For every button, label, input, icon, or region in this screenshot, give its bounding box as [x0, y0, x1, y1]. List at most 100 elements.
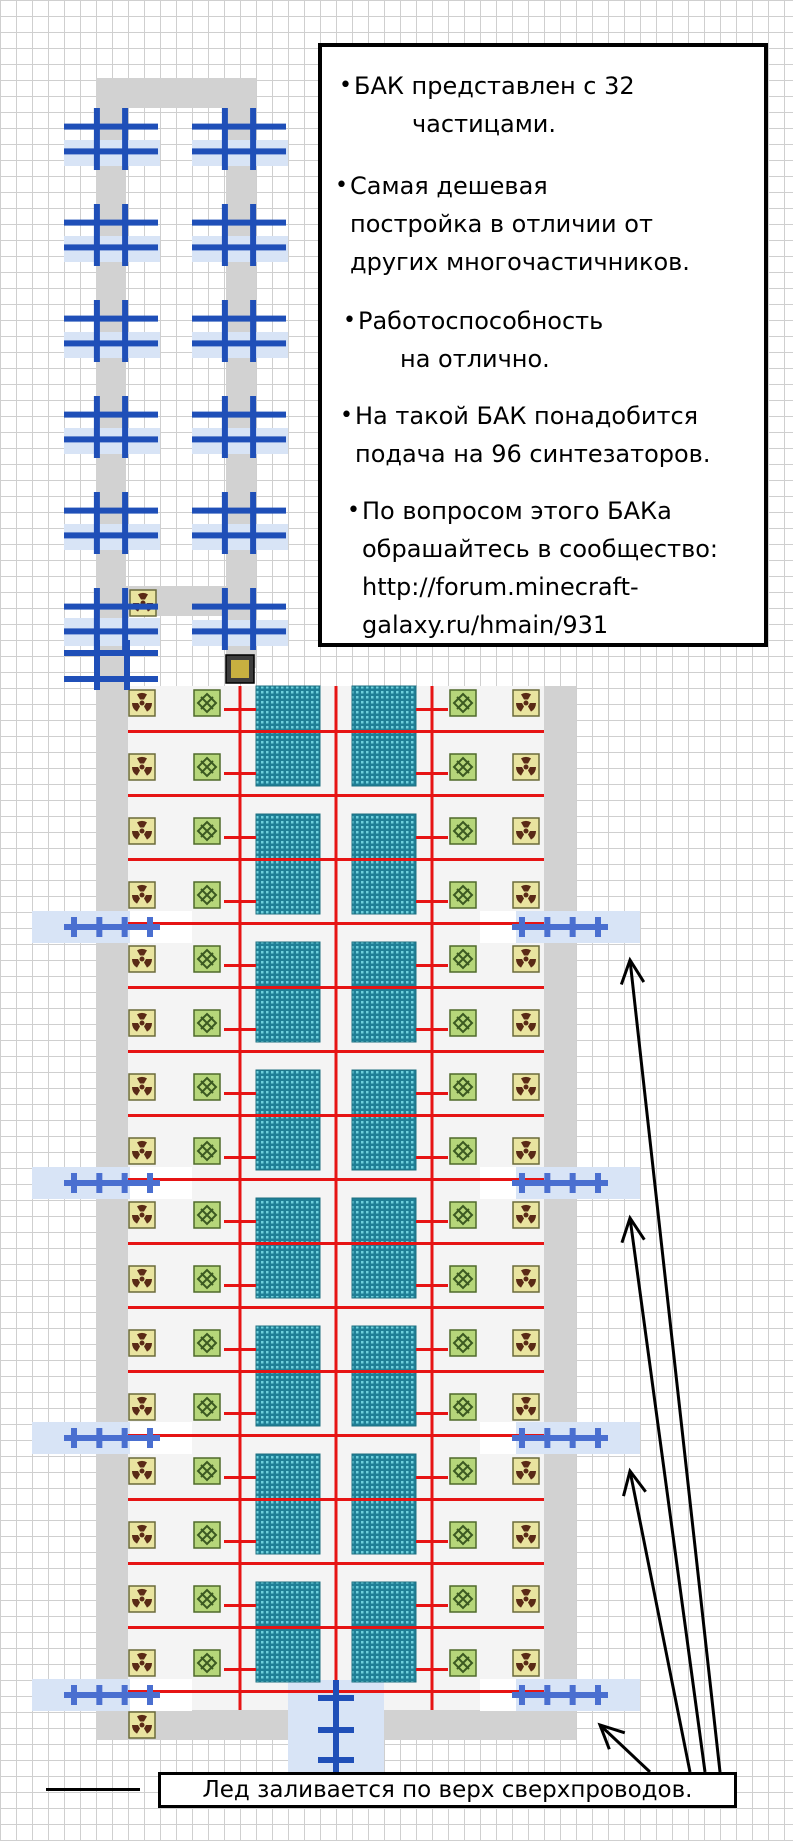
- radiation-icon: [512, 1521, 540, 1549]
- pipe-line: [224, 1348, 256, 1351]
- radiation-icon: [128, 1521, 156, 1549]
- info-note-line: частицами.: [412, 110, 557, 138]
- catalyst-icon: [449, 753, 477, 781]
- radiation-icon: [128, 1009, 156, 1037]
- legend-line: [46, 1788, 140, 1791]
- catalyst-icon: [193, 753, 221, 781]
- catalyst-icon: [449, 1009, 477, 1037]
- pipe-line: [128, 986, 544, 989]
- pipe-line: [128, 1498, 544, 1501]
- radiation-icon: [512, 1009, 540, 1037]
- core-block: [255, 813, 321, 915]
- catalyst-icon: [449, 1329, 477, 1357]
- radiation-icon: [128, 689, 156, 717]
- core-block: [255, 1581, 321, 1683]
- catalyst-icon: [449, 817, 477, 845]
- superconductor-icon: [192, 300, 286, 362]
- core-block: [351, 1069, 417, 1171]
- radiation-icon: [512, 689, 540, 717]
- catalyst-icon: [449, 1521, 477, 1549]
- superconductor-layer: [64, 108, 608, 1776]
- superconductor-icon: [64, 492, 158, 554]
- pipe-line: [416, 1668, 448, 1671]
- core-block: [255, 685, 321, 787]
- pipe-line: [224, 1412, 256, 1415]
- pipe-line: [416, 1412, 448, 1415]
- pipe-line: [224, 964, 256, 967]
- gap-block: [480, 1167, 516, 1199]
- catalyst-icon: [449, 1073, 477, 1101]
- pipe-line: [128, 1306, 544, 1309]
- arrow-head-icon: [597, 1722, 626, 1750]
- core-block: [351, 813, 417, 915]
- pipe-line: [224, 1540, 256, 1543]
- bullet-icon: •: [340, 403, 353, 428]
- radiation-icon: [512, 1201, 540, 1229]
- catalyst-icon: [449, 881, 477, 909]
- catalyst-icon: [193, 689, 221, 717]
- catalyst-icon: [449, 1201, 477, 1229]
- block-layer: [128, 589, 540, 1739]
- pipe-line: [128, 730, 544, 733]
- pipe-line: [128, 1242, 544, 1245]
- catalyst-icon: [193, 1585, 221, 1613]
- core-block: [351, 685, 417, 787]
- catalyst-icon: [449, 1585, 477, 1613]
- info-note-line: БАК представлен с 32: [354, 72, 635, 100]
- superconductor-icon: [192, 204, 286, 266]
- pipe-line: [224, 900, 256, 903]
- catalyst-icon: [193, 1393, 221, 1421]
- ice-layer: [32, 140, 640, 1776]
- pipe-line: [224, 1092, 256, 1095]
- radiation-icon: [128, 753, 156, 781]
- pipe-line: [128, 1626, 544, 1629]
- superconductor-icon: [512, 1428, 608, 1448]
- radiation-icon: [512, 1649, 540, 1677]
- superconductor-icon: [64, 204, 158, 266]
- info-note-line: Самая дешевая: [350, 172, 548, 200]
- arrow-head-icon: [620, 1214, 646, 1244]
- catalyst-icon: [193, 817, 221, 845]
- radiation-icon: [128, 945, 156, 973]
- pipe-line: [416, 1348, 448, 1351]
- info-note-line: обрашайтесь в сообщество:: [362, 535, 719, 563]
- pipe-line: [416, 708, 448, 711]
- radiation-icon: [128, 1585, 156, 1613]
- radiation-icon: [512, 1457, 540, 1485]
- bullet-icon: •: [335, 173, 348, 198]
- info-note-line: galaxy.ru/hmain/931: [362, 611, 609, 639]
- gap-block: [480, 911, 516, 943]
- info-note-line: На такой БАК понадобится: [355, 402, 699, 430]
- superconductor-icon: [64, 640, 158, 690]
- core-block: [255, 941, 321, 1043]
- superconductor-icon: [64, 396, 158, 458]
- core-layer: [255, 685, 417, 1683]
- pipe-line: [224, 1156, 256, 1159]
- radiation-icon: [128, 817, 156, 845]
- bullet-icon: •: [339, 73, 352, 98]
- pipe-line: [128, 922, 544, 925]
- pipe-line: [224, 708, 256, 711]
- pipe-line: [224, 1028, 256, 1031]
- info-note: •БАК представлен с 32 частицами.: [339, 67, 635, 143]
- arrow-line: [628, 959, 722, 1773]
- radiation-icon: [128, 1201, 156, 1229]
- pipe-line: [416, 1604, 448, 1607]
- superconductor-icon: [192, 492, 286, 554]
- pipe-line: [128, 858, 544, 861]
- pipe-line: [224, 1284, 256, 1287]
- radiation-icon: [128, 1457, 156, 1485]
- core-block: [255, 1453, 321, 1555]
- radiation-icon: [128, 1265, 156, 1293]
- radiation-icon: [128, 1711, 156, 1739]
- frame-block: [96, 686, 128, 1740]
- arrow-line: [628, 1470, 692, 1773]
- catalyst-icon: [193, 1521, 221, 1549]
- info-note-line: постройка в отличии от: [350, 210, 653, 238]
- superconductor-icon: [64, 108, 158, 170]
- catalyst-icon: [449, 1265, 477, 1293]
- radiation-icon: [128, 1393, 156, 1421]
